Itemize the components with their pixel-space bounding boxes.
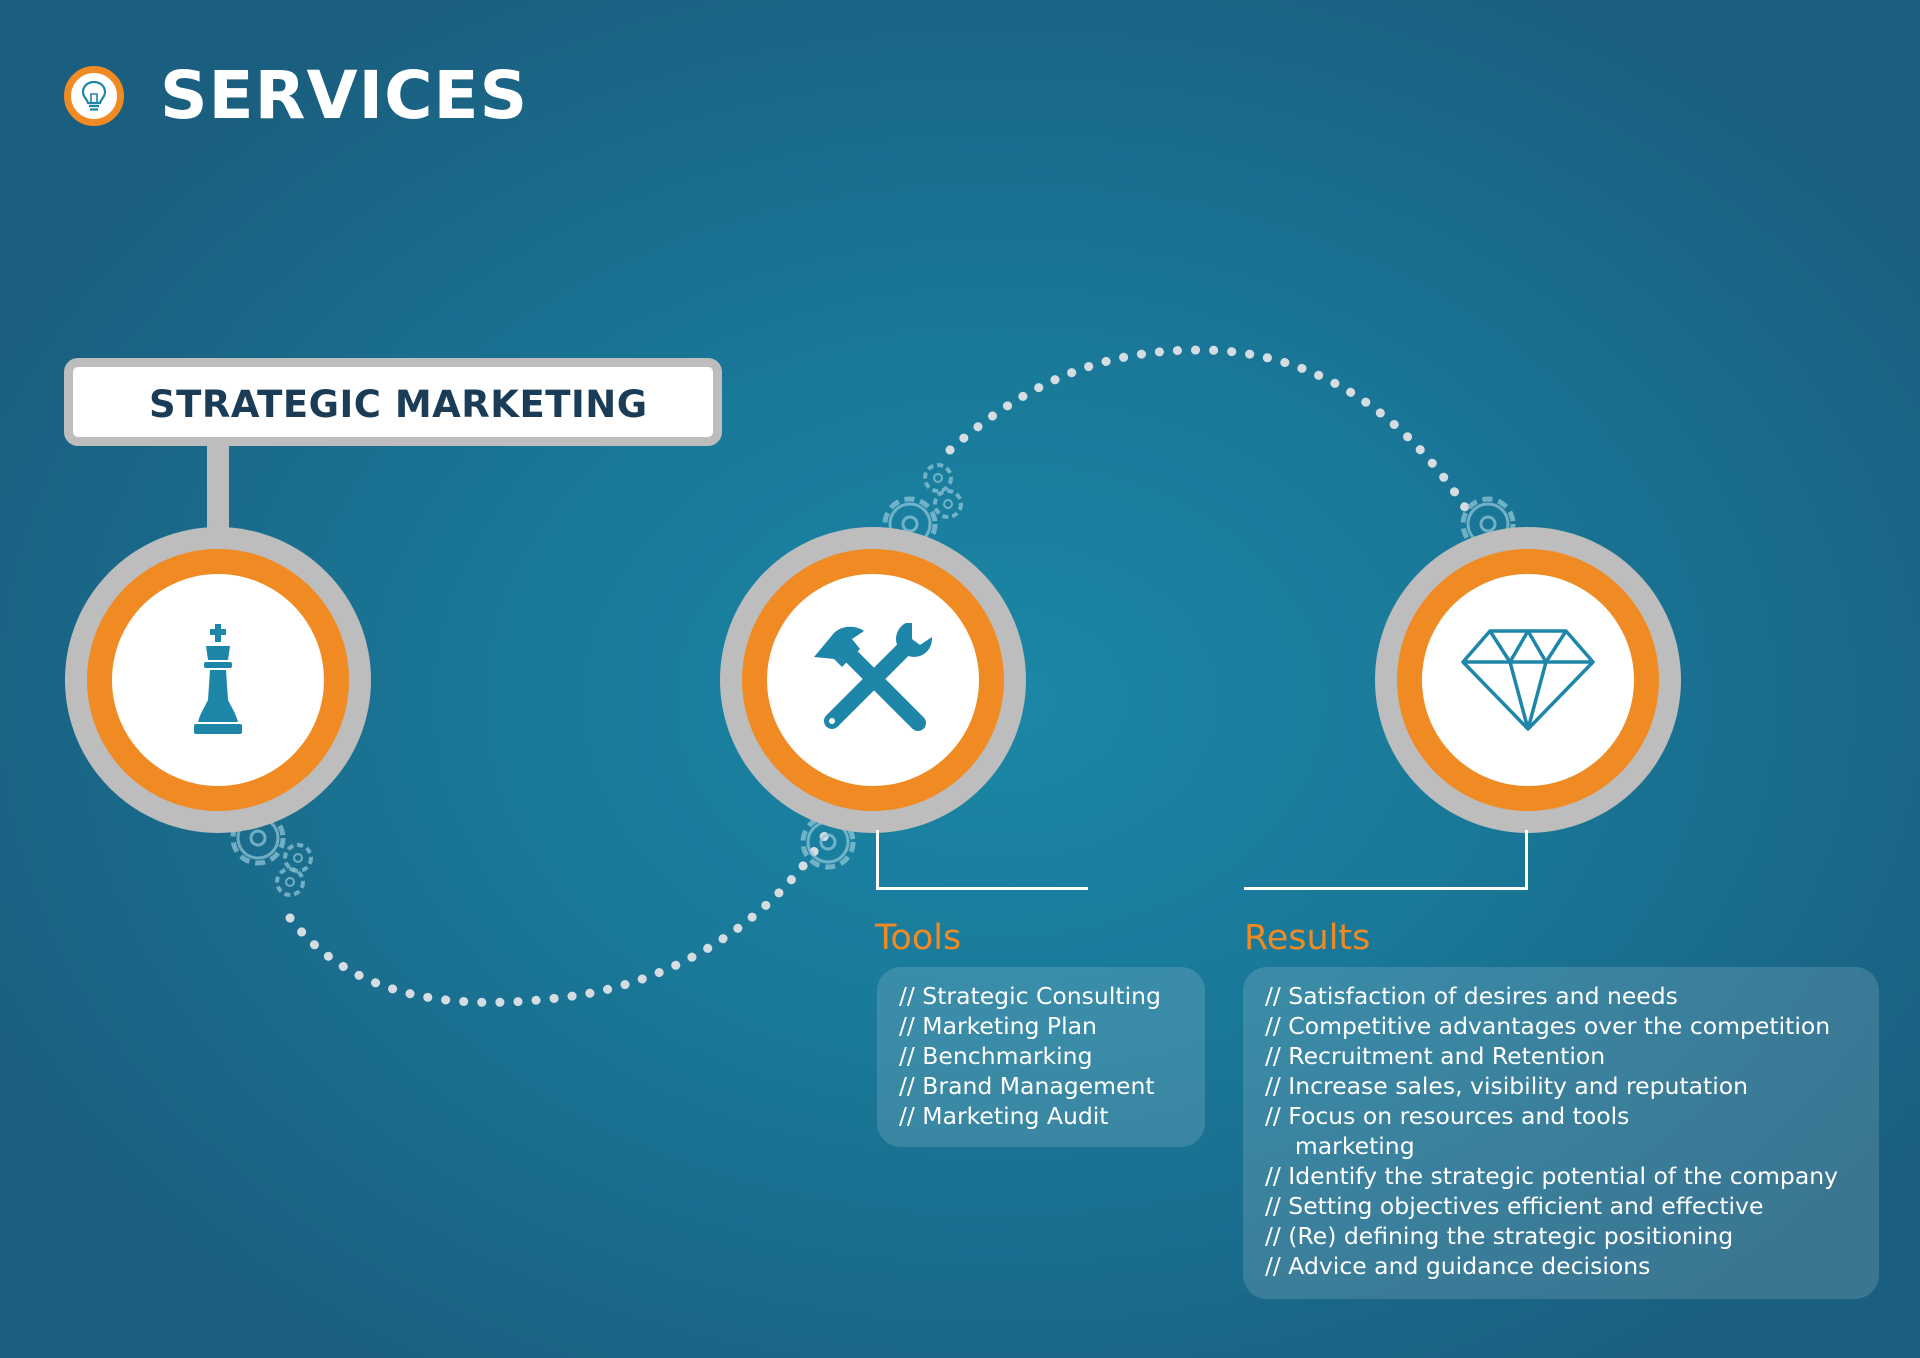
list-item: // (Re) defining the strategic positioni… (1265, 1222, 1734, 1250)
gear-icon (275, 867, 305, 897)
list-item: // Advice and guidance decisions (1265, 1252, 1651, 1280)
tools-bracket-vertical (876, 830, 879, 890)
chess-king-icon (194, 624, 242, 734)
tools-heading: Tools (875, 918, 962, 958)
connector-stem (207, 443, 229, 529)
list-item: // Marketing Audit (899, 1102, 1109, 1130)
tools-panel: // Strategic Consulting // Marketing Pla… (877, 967, 1205, 1147)
list-item: // Brand Management (899, 1072, 1155, 1100)
gear-icon (283, 843, 313, 873)
list-item: // Focus on resources and tools (1265, 1102, 1630, 1130)
list-item: marketing (1265, 1132, 1415, 1160)
lightbulb-icon (64, 66, 124, 126)
tools-list: // Strategic Consulting // Marketing Pla… (899, 981, 1205, 1131)
results-list: // Satisfaction of desires and needs // … (1265, 981, 1879, 1281)
service-label: STRATEGIC MARKETING (149, 383, 648, 426)
results-heading: Results (1244, 918, 1371, 958)
list-item: // Marketing Plan (899, 1012, 1097, 1040)
list-item: // Satisfaction of desires and needs (1265, 982, 1678, 1010)
list-item: // Setting objectives efficient and effe… (1265, 1192, 1764, 1220)
service-label-box: STRATEGIC MARKETING (64, 358, 722, 446)
list-item: // Strategic Consulting (899, 982, 1161, 1010)
gear-icon (923, 463, 953, 493)
list-item: // Competitive advantages over the compe… (1265, 1012, 1831, 1040)
list-item: // Benchmarking (899, 1042, 1093, 1070)
results-bracket-horizontal (1244, 887, 1528, 890)
hammer-wrench-icon (814, 623, 932, 731)
diamond-icon (1461, 629, 1595, 731)
list-item: // Increase sales, visibility and reputa… (1265, 1072, 1749, 1100)
results-panel: // Satisfaction of desires and needs // … (1243, 967, 1879, 1299)
list-item: // Recruitment and Retention (1265, 1042, 1606, 1070)
results-node (1375, 527, 1681, 833)
tools-bracket-horizontal (876, 887, 1088, 890)
list-item: // Identify the strategic potential of t… (1265, 1162, 1839, 1190)
page-title: SERVICES (160, 57, 529, 134)
tools-node (720, 527, 1026, 833)
gear-icon (933, 489, 963, 519)
strategy-node (65, 527, 371, 833)
results-bracket-vertical (1525, 830, 1528, 890)
